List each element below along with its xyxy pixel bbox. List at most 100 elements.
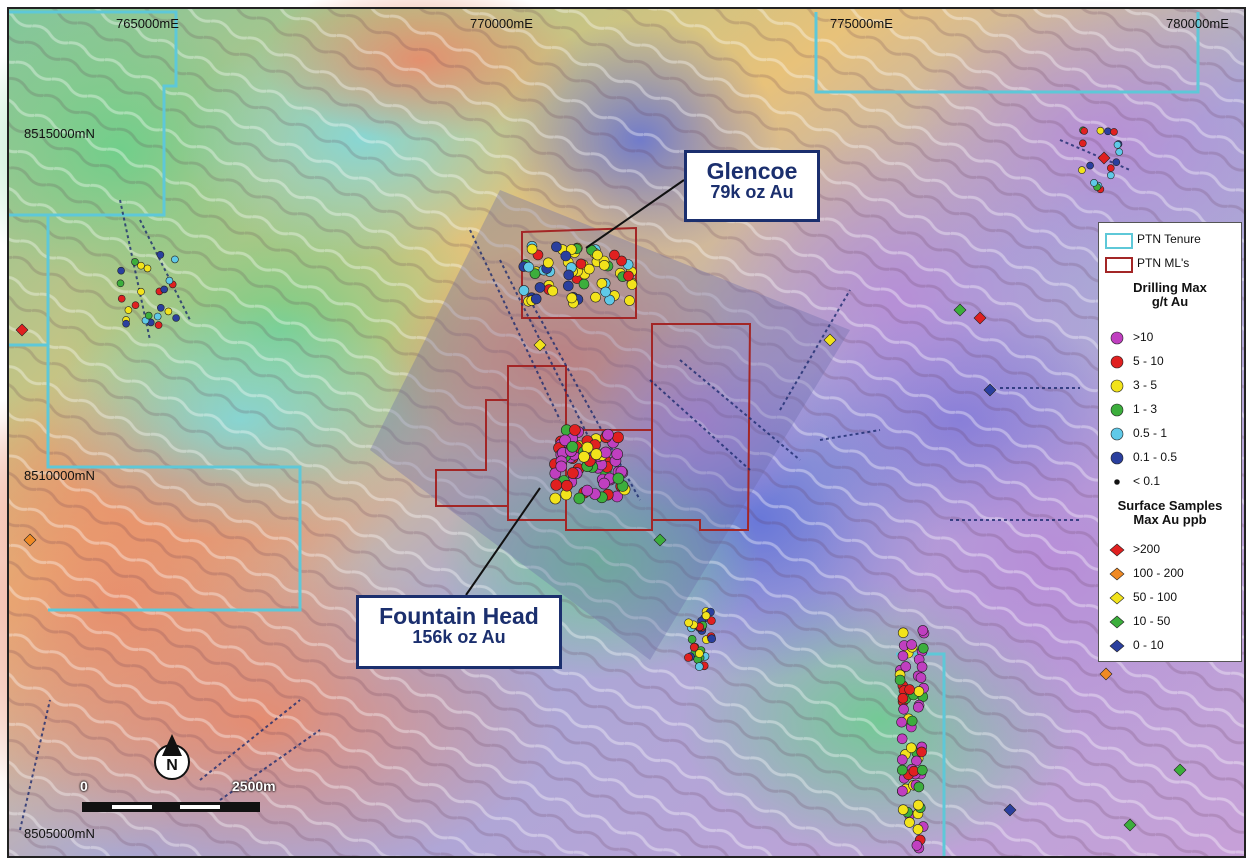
surface-legend-row: 10 - 50 [1099, 613, 1241, 631]
drill-sample-point [578, 278, 590, 290]
drilling-legend-row: 5 - 10 [1099, 353, 1241, 371]
surface-sample-point [23, 533, 37, 547]
drill-sample-point [160, 285, 168, 294]
surface-sample-point [1003, 803, 1017, 817]
drill-sample-point [157, 303, 165, 312]
drill-sample-point [137, 261, 145, 270]
scale-end-label: 2500m [232, 778, 276, 794]
drill-sample-point [518, 285, 530, 296]
drill-sample-point [566, 292, 578, 304]
scale-bar-segment [112, 805, 152, 809]
drill-sample-point [602, 428, 614, 441]
drill-sample-point [578, 450, 590, 463]
drill-sample-point [911, 840, 923, 851]
drill-sample-point [1079, 139, 1087, 148]
drill-line [139, 219, 191, 321]
mining-lease-boundary [435, 399, 509, 507]
circle-marker-icon [1109, 451, 1125, 465]
diamond-marker-icon [1109, 567, 1125, 581]
drill-sample-point [616, 255, 627, 267]
callout-glencoe-name: Glencoe [706, 158, 798, 184]
drill-sample-point [547, 285, 559, 297]
legend-tenure: PTN Tenure [1099, 231, 1241, 249]
legend-tenure-label: PTN Tenure [1137, 232, 1201, 246]
drill-sample-point [523, 261, 535, 273]
surface-legend-label: 50 - 100 [1133, 590, 1178, 604]
drill-line [19, 699, 51, 831]
diamond-marker-icon [1109, 639, 1125, 653]
drill-sample-point [896, 754, 908, 766]
drill-sample-point [897, 650, 909, 662]
drill-line [649, 379, 751, 471]
drill-line [469, 229, 561, 421]
drill-line [1059, 139, 1131, 171]
easting-label: 765000mE [116, 16, 179, 31]
drill-sample-point [590, 448, 603, 461]
drill-sample-point [898, 703, 909, 715]
drill-sample-point [575, 258, 587, 270]
drill-sample-point [701, 611, 711, 621]
surface-legend-row: 0 - 10 [1099, 637, 1241, 655]
surface-legend-label: 0 - 10 [1133, 638, 1164, 652]
drill-sample-point [900, 661, 912, 672]
drill-sample-point [529, 268, 541, 280]
drilling-legend-row: < 0.1 [1099, 473, 1241, 491]
drill-sample-point [154, 321, 163, 329]
drill-line [679, 359, 801, 461]
drill-sample-point [1086, 161, 1094, 170]
drill-sample-point [687, 634, 697, 644]
circle-marker-icon [1109, 331, 1125, 345]
surface-legend-label: >200 [1133, 542, 1161, 556]
drill-sample-point [156, 251, 165, 259]
scale-bar-segment [180, 805, 220, 809]
drill-sample-point [599, 446, 612, 459]
drill-sample-point [611, 448, 624, 460]
drill-sample-point [137, 287, 145, 296]
surface-sample-point [1123, 818, 1137, 832]
drill-sample-point [573, 492, 586, 505]
drill-sample-point [917, 625, 929, 636]
surface-sample-point [653, 533, 667, 547]
drill-sample-point [526, 243, 538, 255]
drill-sample-point [144, 311, 153, 320]
legend-surface-title-2: Max Au ppb [1133, 511, 1207, 527]
drill-sample-point [600, 286, 611, 298]
legend-surface-title-1: Surface Samples [1117, 498, 1223, 513]
surface-sample-point [15, 323, 29, 337]
north-arrow-label: N [166, 757, 178, 774]
callout-fountain-head[interactable]: Fountain Head 156k oz Au [356, 595, 562, 669]
diamond-marker-icon [1109, 615, 1125, 629]
drill-sample-point [911, 755, 922, 767]
drill-sample-point [707, 634, 717, 644]
drill-sample-point [612, 472, 625, 485]
diamond-marker-icon [1109, 591, 1125, 605]
easting-label: 780000mE [1166, 16, 1229, 31]
surface-legend-row: 100 - 200 [1099, 565, 1241, 583]
drill-line [219, 729, 321, 801]
legend-ml: PTN ML's [1099, 255, 1241, 273]
northing-label: 8510000mN [24, 468, 95, 483]
drill-sample-point [912, 799, 924, 811]
surface-legend-row: >200 [1099, 541, 1241, 559]
northing-label: 8505000mN [24, 826, 95, 841]
easting-label: 775000mE [830, 16, 893, 31]
drill-sample-point [551, 241, 562, 253]
callout-fountain-head-resource: 156k oz Au [412, 627, 506, 648]
legend-drilling-title-1: Drilling Max [1133, 280, 1207, 295]
drill-sample-point [609, 249, 620, 261]
circle-marker-icon [1109, 355, 1125, 369]
legend-drilling-title: Drilling Max g/t Au [1099, 281, 1241, 308]
ml-swatch-icon [1105, 257, 1133, 273]
drill-line [779, 289, 851, 411]
callout-glencoe[interactable]: Glencoe 79k oz Au [684, 150, 820, 222]
drill-sample-point [897, 785, 908, 797]
drill-line [819, 429, 881, 441]
north-arrow-icon [162, 734, 182, 756]
surface-sample-point [953, 303, 967, 317]
drilling-legend-row: >10 [1099, 329, 1241, 347]
legend-ml-label: PTN ML's [1137, 256, 1190, 270]
drill-sample-point [689, 642, 699, 652]
drill-sample-point [896, 716, 907, 728]
drill-sample-point [913, 686, 925, 697]
